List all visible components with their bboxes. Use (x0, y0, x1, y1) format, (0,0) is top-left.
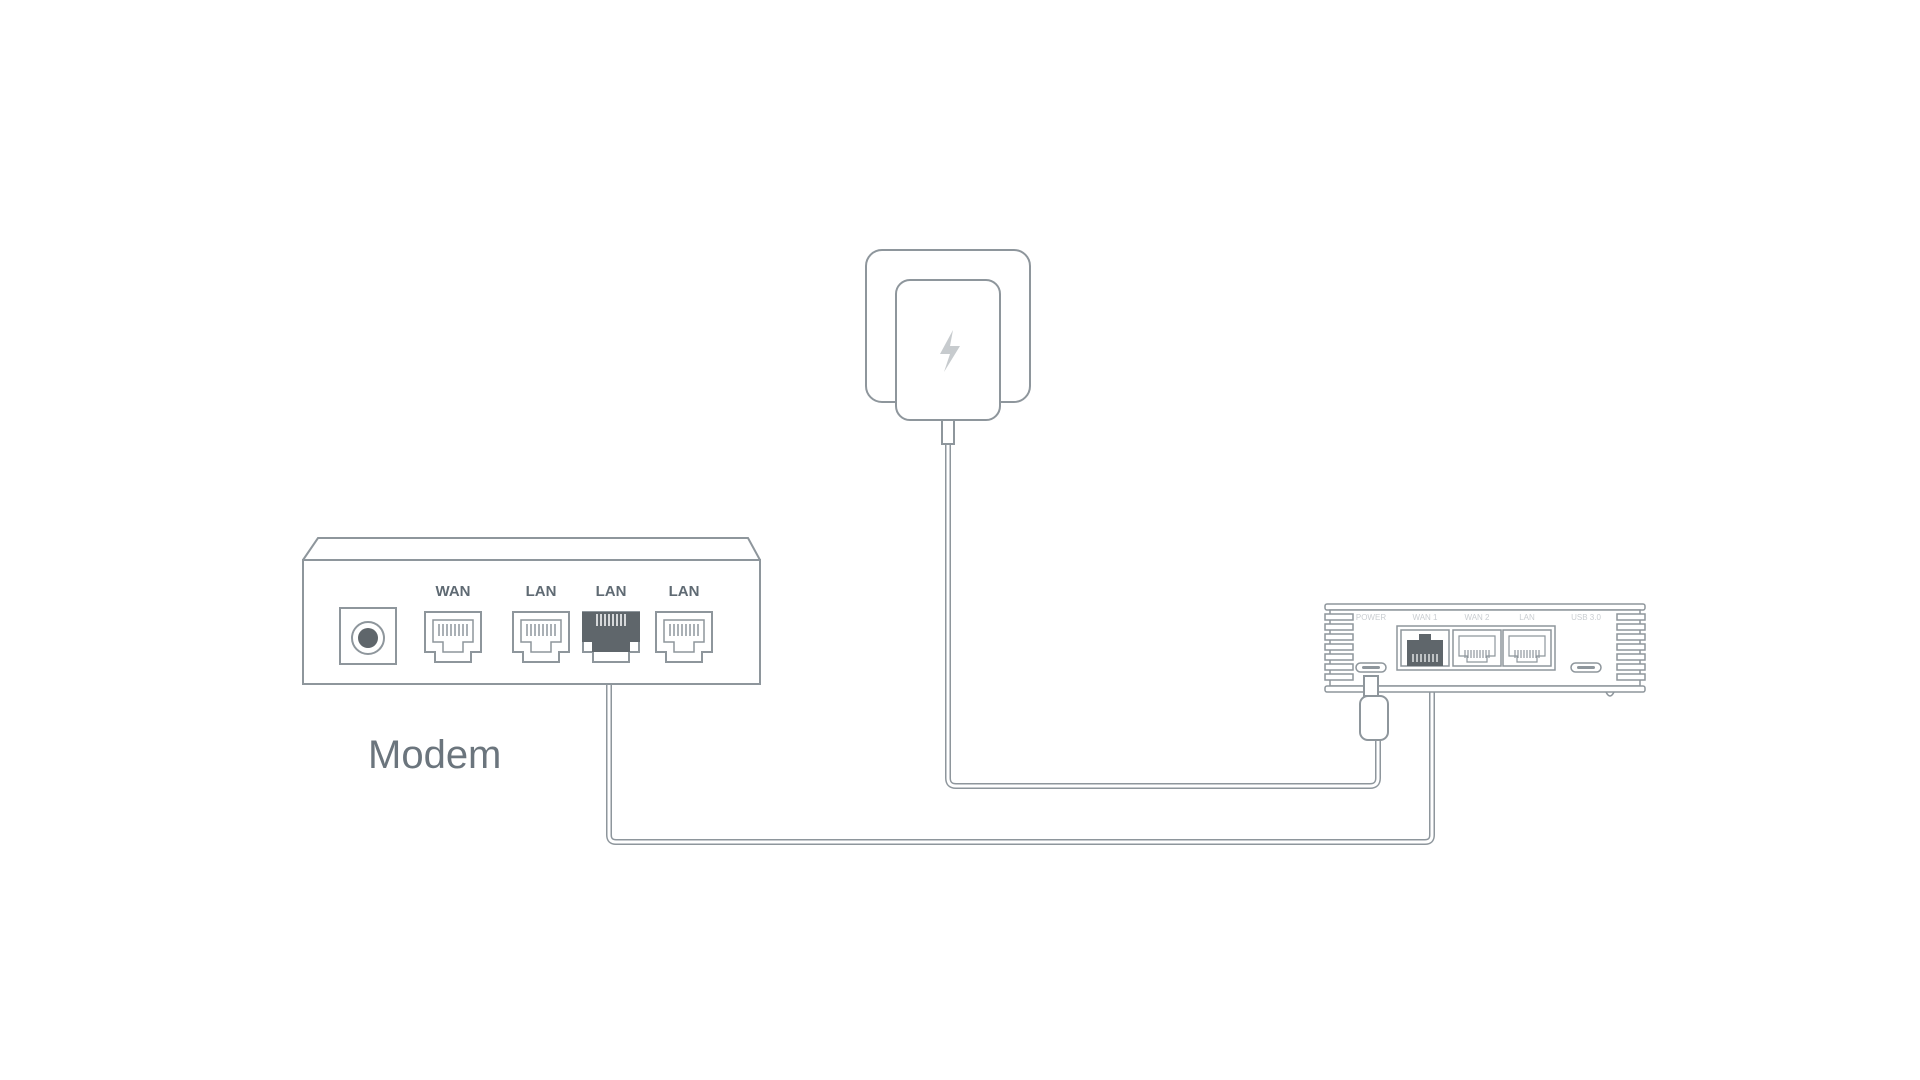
router-port-label: USB 3.0 (1571, 613, 1601, 622)
router-bottom-rail (1324, 685, 1646, 693)
power-adapter (865, 249, 1031, 445)
adapter-plug (941, 419, 955, 445)
power-jack (339, 607, 397, 665)
modem-port-label: WAN (436, 583, 471, 600)
modem-port-lan-2 (582, 611, 640, 663)
modem-port-label: LAN (669, 583, 700, 600)
router-usb-port (1570, 662, 1602, 673)
router-port-wan1 (1400, 629, 1450, 667)
router-vent-right (1616, 613, 1646, 681)
router-port-label: POWER (1356, 613, 1386, 622)
ethernet-plug (1407, 634, 1443, 666)
modem-top (302, 537, 761, 561)
modem-port-label: LAN (596, 583, 627, 600)
router-port-label: WAN 2 (1464, 613, 1490, 622)
router-port-wan2 (1452, 629, 1502, 667)
modem-port-label: LAN (526, 583, 557, 600)
router-vent-left (1324, 613, 1354, 681)
lightning-bolt-icon (940, 330, 960, 372)
router-port-label: LAN (1519, 613, 1535, 622)
power-cable (945, 442, 1381, 789)
router-port-label: WAN 1 (1412, 613, 1438, 622)
router-top-rail (1324, 603, 1646, 611)
router-power-port (1355, 662, 1387, 673)
modem-caption: Modem (368, 733, 501, 777)
usb-c-plug (1359, 675, 1389, 741)
modem: WAN LAN LAN LAN (302, 537, 761, 685)
router: POWER WAN 1 WAN 2 LAN USB 3.0 (1324, 603, 1646, 697)
router-port-lan (1502, 629, 1552, 667)
